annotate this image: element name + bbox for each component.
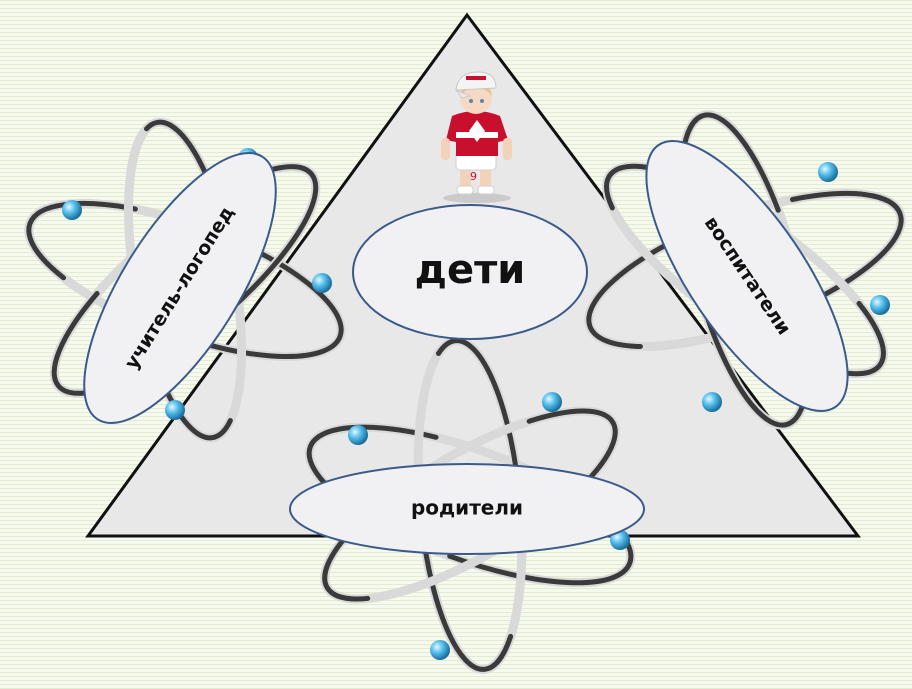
electron-icon [542, 392, 562, 412]
electron-icon [870, 295, 890, 315]
electron-icon [430, 640, 450, 660]
bottom-node: родители [289, 463, 645, 555]
center-node: дети [352, 204, 588, 340]
electron-icon [348, 425, 368, 445]
child-figure-icon [441, 71, 512, 203]
bottom-label: родители [411, 496, 523, 520]
center-label: дети [415, 247, 526, 293]
electron-icon [702, 392, 722, 412]
electron-icon [312, 273, 332, 293]
electron-icon [165, 400, 185, 420]
jersey-number: 9 [470, 170, 477, 183]
electron-icon [610, 530, 630, 550]
electron-icon [818, 162, 838, 182]
right-node: воспитатели [645, 140, 849, 412]
electron-icon [62, 200, 82, 220]
